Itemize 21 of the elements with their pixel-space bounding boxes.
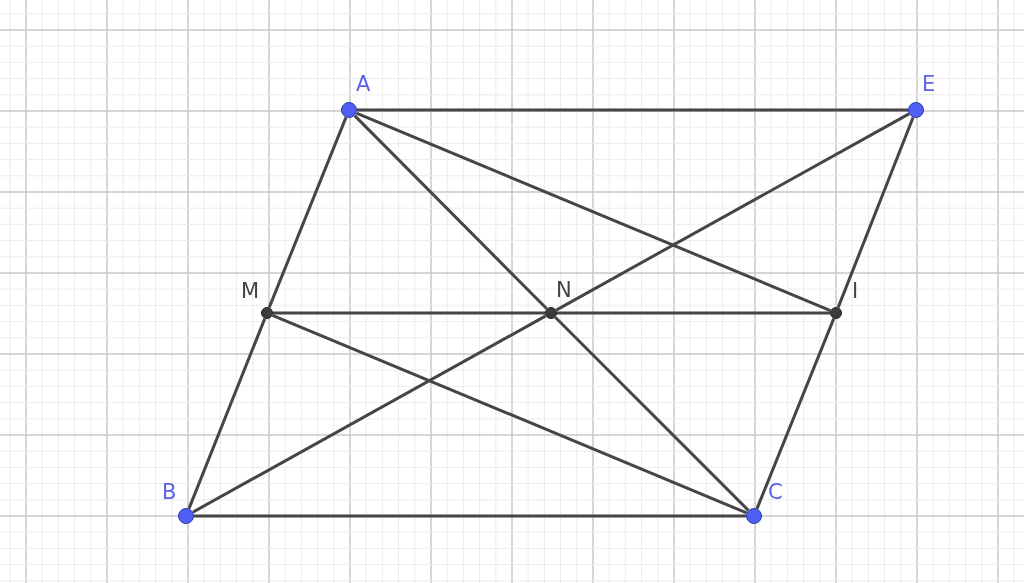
line-segment — [273, 311, 545, 315]
line-segment — [555, 112, 910, 312]
point-label: B — [162, 480, 177, 504]
line-segment — [554, 316, 750, 512]
line-segment — [271, 313, 748, 515]
line-segment — [192, 314, 547, 514]
point-label: C — [768, 480, 783, 504]
line-segment — [353, 114, 548, 310]
line-segment — [355, 111, 832, 313]
point-label: I — [852, 279, 859, 303]
line-segment — [557, 311, 830, 315]
point-label: M — [241, 279, 260, 303]
point-label: E — [922, 72, 936, 96]
line-segment — [755, 318, 836, 510]
line-segment — [267, 116, 348, 308]
point-label: N — [556, 278, 572, 302]
point-label: A — [356, 72, 371, 96]
line-segment — [194, 514, 746, 518]
line-segment — [836, 116, 915, 308]
line-segment — [357, 108, 908, 112]
line-segment — [187, 318, 267, 510]
